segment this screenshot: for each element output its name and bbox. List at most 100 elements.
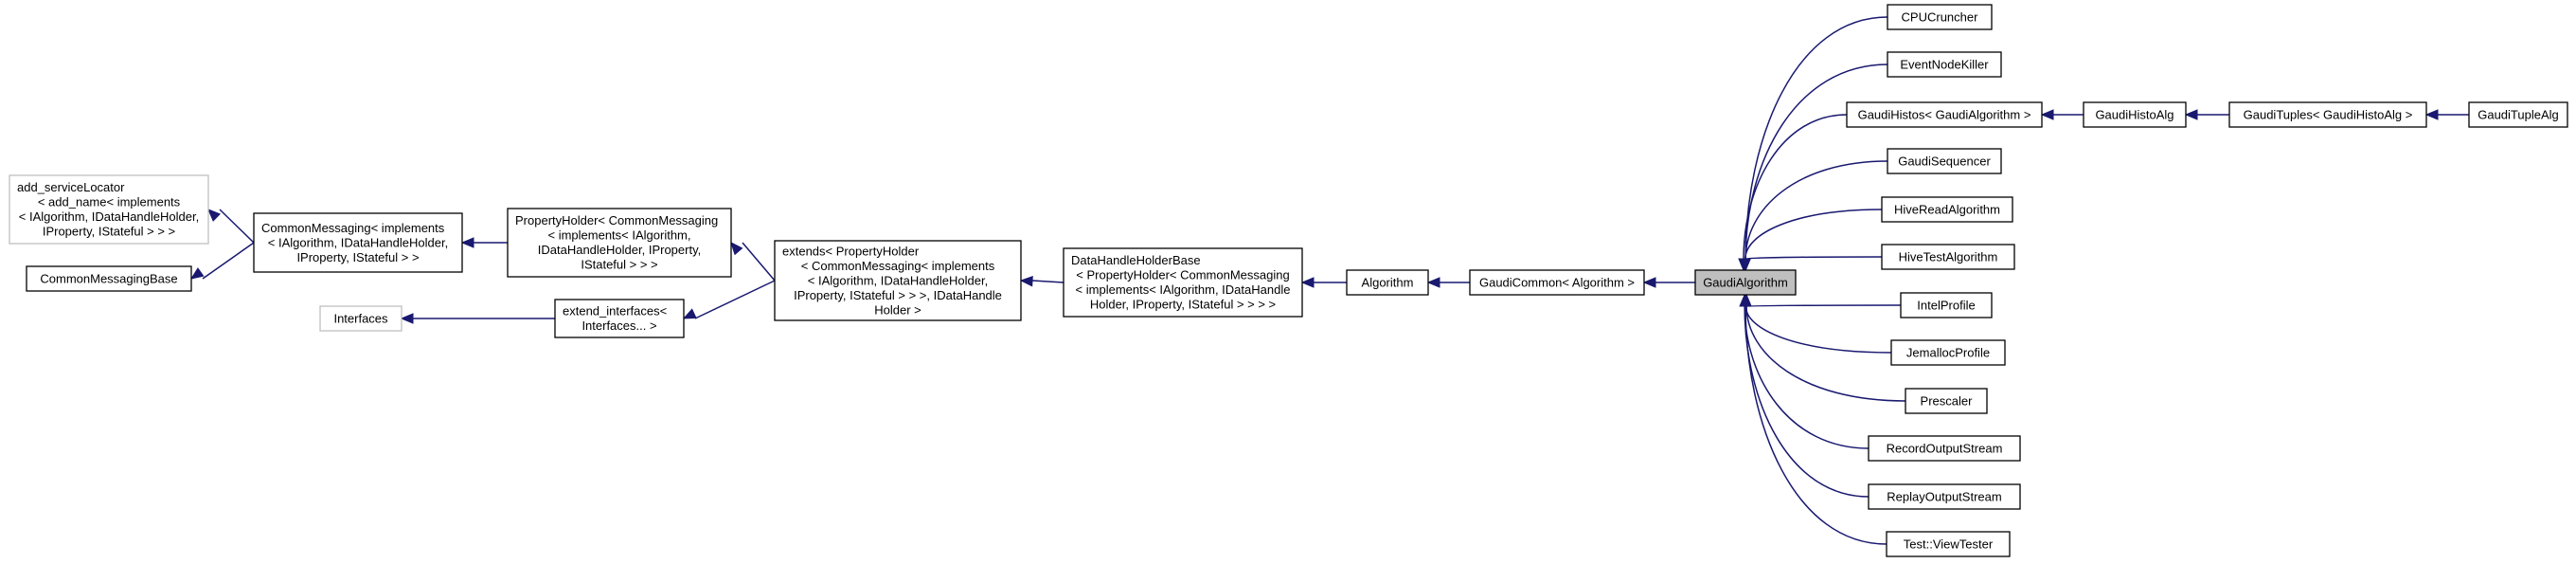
inheritance-edge-ph-to-cm (460, 237, 508, 248)
class-node-propertyholder-commonmessaging[interactable]: PropertyHolder< CommonMessaging< impleme… (507, 208, 732, 278)
edge-arrowhead (1426, 277, 1440, 288)
edge-line (1744, 16, 1888, 260)
class-node-label: add_serviceLocator (17, 180, 125, 194)
class-node-label: < IAlgorithm, IDataHandleHolder, (808, 273, 988, 287)
class-node-label: < IAlgorithm, IDataHandleHolder, (19, 209, 199, 224)
inheritance-edge-hta-to-ga (1740, 256, 1883, 272)
class-node-hivereadalgorithm[interactable]: HiveReadAlgorithm (1881, 196, 2013, 223)
class-node-box (1846, 101, 2043, 128)
class-node-label: DataHandleHolderBase (1071, 253, 1201, 267)
class-node-gaudihistoalg[interactable]: GaudiHistoAlg (2083, 101, 2187, 128)
class-node-hivetestalgorithm[interactable]: HiveTestAlgorithm (1881, 244, 2015, 270)
class-node-label: HiveReadAlgorithm (1894, 202, 2000, 216)
class-node-add-servicelocator[interactable]: add_serviceLocator< add_name< implements… (9, 174, 209, 245)
class-node-intelprofile[interactable]: IntelProfile (1900, 292, 1993, 318)
edge-arrowhead (730, 242, 743, 256)
class-node-extend-interfaces[interactable]: extend_interfaces<Interfaces... > (554, 299, 685, 338)
class-node-box (1868, 435, 2021, 462)
inheritance-edge-ros-to-ga (1739, 293, 1869, 449)
class-node-box (253, 212, 463, 273)
class-node-box (1890, 339, 2006, 366)
class-node-extends-propertyholder[interactable]: extends< PropertyHolder< CommonMessaging… (774, 240, 1022, 321)
class-node-box (26, 265, 192, 292)
class-node-box (2083, 101, 2187, 128)
edge-line (1743, 114, 1848, 260)
inheritance-edge-gha-to-gh (2040, 109, 2084, 120)
class-node-label: PropertyHolder< CommonMessaging (515, 213, 718, 227)
edges-layer (189, 16, 2469, 545)
class-node-label: GaudiCommon< Algorithm > (1479, 275, 1635, 289)
class-node-gaudicommon-algorithm[interactable]: GaudiCommon< Algorithm > (1469, 269, 1645, 296)
class-node-replayoutputstream[interactable]: ReplayOutputStream (1868, 483, 2021, 510)
class-node-cpucruncher[interactable]: CPUCruncher (1887, 4, 1993, 30)
inheritance-edge-tvt-to-ga (1740, 293, 1887, 545)
class-node-box (1346, 269, 1429, 296)
class-node-box (507, 208, 732, 278)
class-node-box (1887, 51, 2002, 78)
class-node-commonmessagingbase[interactable]: CommonMessagingBase (26, 265, 192, 292)
class-node-label: CommonMessagingBase (40, 271, 177, 285)
class-node-label: Test::ViewTester (1904, 537, 1994, 551)
class-node-jemallocprofile[interactable]: JemallocProfile (1890, 339, 2006, 366)
class-node-gaudituplealg[interactable]: GaudiTupleAlg (2468, 101, 2568, 128)
inheritance-edge-gt-to-gha (2184, 109, 2229, 120)
class-node-datahandleholderbase[interactable]: DataHandleHolderBase< PropertyHolder< Co… (1063, 247, 1303, 318)
edge-line (1745, 304, 1902, 307)
class-node-box (1886, 531, 2011, 557)
edge-arrowhead (1740, 258, 1751, 272)
class-node-gaudisequencer[interactable]: GaudiSequencer (1887, 148, 2002, 174)
class-node-gaudihistos-gaudialgorithm[interactable]: GaudiHistos< GaudiAlgorithm > (1846, 101, 2043, 128)
class-node-box (1887, 4, 1993, 30)
class-node-label: IProperty, IStateful > > > (43, 225, 175, 239)
class-node-prescaler[interactable]: Prescaler (1905, 388, 1988, 414)
class-node-label: IntelProfile (1917, 298, 1975, 312)
class-node-box (774, 240, 1022, 321)
class-node-label: GaudiSequencer (1898, 154, 1991, 168)
inheritance-edge-cpu-to-ga (1740, 16, 1888, 272)
edge-line (1744, 209, 1883, 260)
class-node-label: IDataHandleHolder, IProperty, (538, 243, 701, 257)
class-node-label: JemallocProfile (1906, 345, 1990, 359)
class-node-label: CPUCruncher (1902, 9, 1979, 24)
class-node-box (2468, 101, 2568, 128)
class-node-label: extend_interfaces< (563, 304, 667, 318)
class-node-label: Holder > (874, 302, 921, 317)
class-node-recordoutputstream[interactable]: RecordOutputStream (1868, 435, 2021, 462)
edge-arrowhead (400, 313, 414, 324)
nodes-layer: add_serviceLocator< add_name< implements… (9, 4, 2568, 557)
class-node-label: Holder, IProperty, IStateful > > > > (1090, 298, 1276, 312)
inheritance-edge-ip-to-ga (1741, 293, 1902, 307)
inheritance-edge-ext-to-ei (682, 280, 776, 319)
inheritance-edge-gta-to-gt (2424, 109, 2469, 120)
class-node-box (1469, 269, 1645, 296)
edge-line (1744, 64, 1888, 260)
inheritance-edge-ei-to-interfaces (400, 313, 555, 324)
class-node-eventnodekiller[interactable]: EventNodeKiller (1887, 51, 2002, 78)
inheritance-edge-cm-to-cmb (189, 242, 255, 280)
class-node-gaudituples-gaudihistoalg[interactable]: GaudiTuples< GaudiHistoAlg > (2228, 101, 2427, 128)
inheritance-edge-dhhb-to-ext (1019, 276, 1064, 287)
class-node-label: GaudiHistoAlg (2095, 107, 2174, 121)
class-node-box (1868, 483, 2021, 510)
class-node-label: GaudiAlgorithm (1703, 275, 1788, 289)
edge-line (219, 209, 255, 244)
edge-arrowhead (1642, 277, 1656, 288)
inheritance-edge-hra-to-ga (1740, 209, 1883, 272)
class-node-box (1881, 196, 2013, 223)
class-node-test-viewtester[interactable]: Test::ViewTester (1886, 531, 2011, 557)
class-node-label: GaudiTupleAlg (2478, 107, 2559, 121)
class-node-box (554, 299, 685, 338)
class-node-commonmessaging-implements[interactable]: CommonMessaging< implements< IAlgorithm,… (253, 212, 463, 273)
edge-line (1744, 305, 1887, 545)
edge-line (1031, 280, 1064, 283)
edge-arrowhead (1740, 293, 1751, 307)
edge-arrowhead (460, 237, 474, 248)
class-node-label: extends< PropertyHolder (782, 244, 920, 258)
class-node-box (319, 305, 402, 332)
class-node-algorithm[interactable]: Algorithm (1346, 269, 1429, 296)
class-node-label: < IAlgorithm, IDataHandleHolder, (268, 235, 448, 249)
class-node-label: IStateful > > > (581, 258, 657, 272)
class-node-label: < implements< IAlgorithm, (547, 228, 690, 243)
class-node-box (2228, 101, 2427, 128)
class-node-interfaces[interactable]: Interfaces (319, 305, 402, 332)
